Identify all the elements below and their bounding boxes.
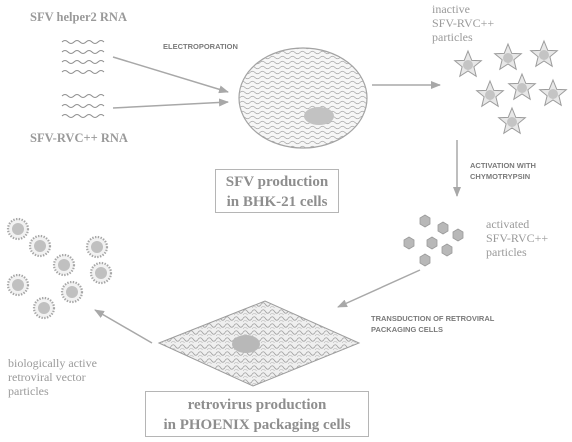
vector-particles: [6, 217, 113, 320]
hex-particle: [419, 253, 431, 267]
vector-particle: [60, 280, 84, 304]
helper-rna-strands: [61, 40, 105, 74]
hex-particle: [403, 236, 415, 250]
box-sfv-production: SFV production in BHK-21 cells: [215, 169, 339, 213]
star-particle: [493, 42, 523, 71]
arrow-to-vector-particles: [94, 309, 153, 344]
star-particle: [538, 78, 568, 107]
vector-particle: [6, 217, 30, 241]
vector-particle: [85, 235, 109, 259]
star-particle: [529, 39, 559, 68]
box-retrovirus-production: retrovirus production in PHOENIX packagi…: [145, 391, 369, 437]
star-particle: [475, 79, 505, 108]
rvc-rna-strands: [61, 94, 105, 118]
cell-nucleus: [304, 107, 334, 125]
vector-particle: [28, 234, 52, 258]
label-inactive-particles: inactive SFV-RVC++ particles: [432, 2, 495, 44]
label-activation: ACTIVATION WITH CHYMOTRYPSIN: [470, 161, 536, 181]
label-helper-rna: SFV helper2 RNA: [30, 10, 127, 24]
hex-particle: [437, 221, 449, 235]
star-particle: [507, 72, 537, 101]
vector-particle: [89, 261, 113, 285]
phoenix-cell-layer: [157, 300, 361, 387]
hex-particle: [452, 228, 464, 242]
label-transduction: TRANSDUCTION OF RETROVIRAL PACKAGING CEL…: [371, 314, 495, 334]
hex-particle: [419, 214, 431, 228]
vector-particle: [52, 253, 76, 277]
hex-particle: [441, 243, 453, 257]
hex-particle: [426, 236, 438, 250]
star-particle: [453, 49, 483, 78]
star-particle: [497, 106, 527, 135]
label-rvc-rna: SFV-RVC++ RNA: [30, 131, 128, 145]
packaging-cell-nucleus: [232, 335, 260, 353]
arrow-transduction: [337, 269, 421, 308]
label-bio-active-particles: biologically active retroviral vector pa…: [8, 356, 97, 398]
activated-particles: [403, 214, 464, 267]
bhk21-cell: [238, 47, 368, 149]
arrow-helper-to-cell: [112, 56, 229, 94]
inactive-particles: [453, 39, 568, 135]
vector-particle: [6, 273, 30, 297]
vector-particle: [32, 296, 56, 320]
label-activated-particles: activated SFV-RVC++ particles: [486, 217, 549, 259]
arrow-rvc-to-cell: [112, 98, 229, 109]
label-electroporation: ELECTROPORATION: [163, 42, 238, 51]
